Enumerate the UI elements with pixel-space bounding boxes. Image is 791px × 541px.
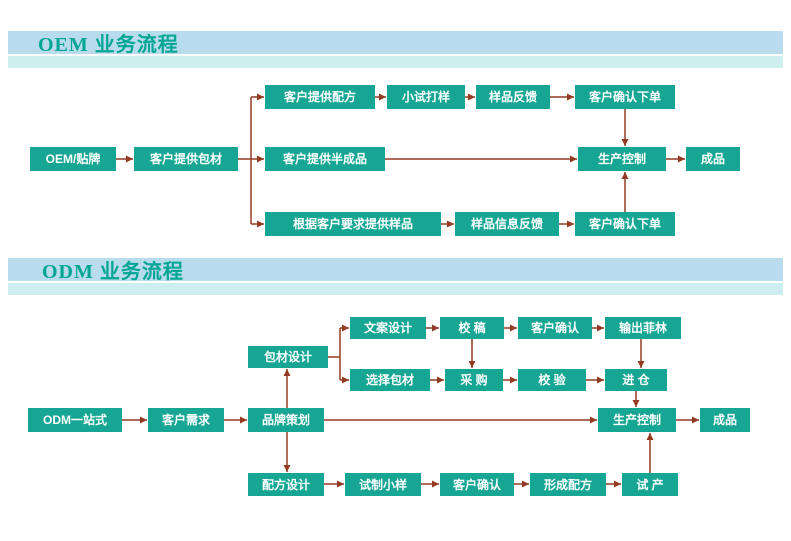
node-oem-sample-info-feedback: 样品信息反馈: [455, 212, 559, 236]
oem-banner: OEM 业务流程: [8, 31, 783, 56]
node-oem-sample-feedback: 样品反馈: [476, 85, 550, 109]
node-odm-trial-batch: 试制小样: [345, 473, 421, 496]
oem-section-title: OEM 业务流程: [38, 34, 179, 56]
odm-banner-strip: [8, 283, 783, 295]
node-odm-customer-confirm-bottom: 客户确认: [440, 473, 514, 496]
node-odm-trial-production: 试 产: [622, 473, 678, 496]
node-odm-customer-need: 客户需求: [148, 408, 224, 432]
node-oem-provide-packaging: 客户提供包材: [134, 147, 238, 171]
node-oem-trial-sample: 小试打样: [387, 85, 465, 109]
node-oem-confirm-order-bottom: 客户确认下单: [575, 212, 675, 236]
node-oem-provide-semi: 客户提供半成品: [265, 147, 385, 171]
node-odm-warehouse: 进 仓: [605, 369, 667, 391]
odm-section-title: ODM 业务流程: [42, 261, 184, 283]
node-odm-form-formula: 形成配方: [530, 473, 606, 496]
node-odm-customer-confirm-top: 客户确认: [518, 317, 592, 339]
node-oem-production-control: 生产控制: [578, 147, 666, 171]
node-odm-start: ODM一站式: [28, 408, 122, 432]
node-odm-proofreading: 校 稿: [440, 317, 504, 339]
odm-banner: ODM 业务流程: [8, 258, 783, 283]
node-odm-finished: 成品: [700, 408, 750, 432]
node-odm-brand-planning: 品牌策划: [248, 408, 324, 432]
odm-arrows: [122, 324, 699, 488]
node-odm-purchase: 采 购: [445, 369, 503, 391]
node-odm-copy-design: 文案设计: [350, 317, 426, 339]
node-odm-select-packaging: 选择包材: [350, 369, 430, 391]
oem-banner-strip: [8, 56, 783, 68]
node-oem-finished: 成品: [686, 147, 740, 171]
node-oem-confirm-order-top: 客户确认下单: [575, 85, 675, 109]
node-odm-packaging-design: 包材设计: [248, 346, 328, 368]
node-odm-verify: 校 验: [518, 369, 586, 391]
node-oem-start: OEM/贴牌: [30, 147, 116, 171]
node-odm-output-film: 输出菲林: [605, 317, 681, 339]
node-oem-sample-on-request: 根据客户要求提供样品: [265, 212, 441, 236]
node-odm-production-control: 生产控制: [598, 408, 676, 432]
node-odm-formula-design: 配方设计: [248, 473, 324, 496]
node-oem-provide-formula: 客户提供配方: [265, 85, 375, 109]
